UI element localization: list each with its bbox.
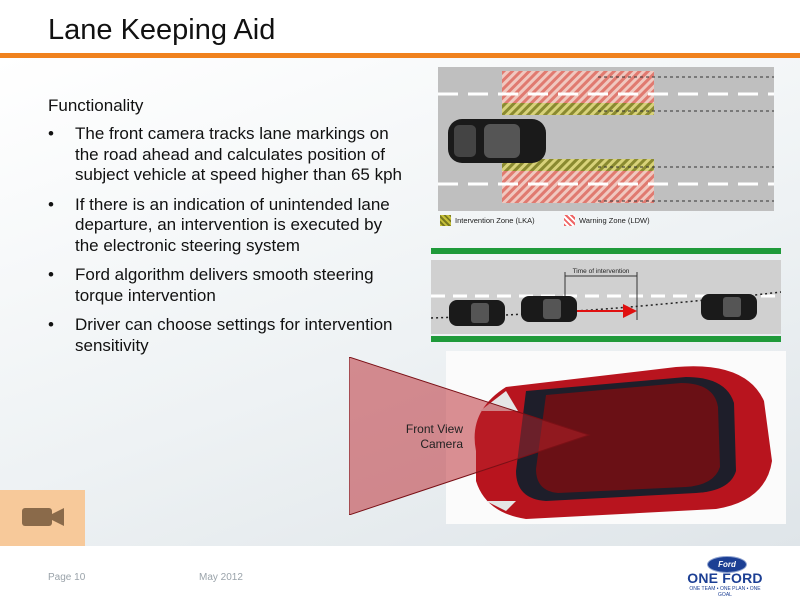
title-bar: Lane Keeping Aid bbox=[0, 0, 800, 54]
ldw-swatch-icon bbox=[564, 215, 575, 226]
video-button[interactable] bbox=[0, 490, 85, 546]
intervention-zone-top bbox=[502, 103, 654, 115]
car-top-view bbox=[448, 119, 546, 163]
bullet-list: The front camera tracks lane markings on… bbox=[48, 124, 408, 365]
legend-lka-label: Intervention Zone (LKA) bbox=[455, 216, 535, 225]
one-ford-logo-text: ONE FORD bbox=[687, 570, 763, 586]
bullet-item: The front camera tracks lane markings on… bbox=[48, 124, 408, 186]
time-of-intervention-label: Time of intervention bbox=[572, 268, 630, 275]
camera-label-line2: Camera bbox=[420, 437, 463, 451]
zone-legend: Intervention Zone (LKA) Warning Zone (LD… bbox=[438, 212, 774, 230]
intervention-zone-bottom bbox=[502, 159, 654, 171]
intervention-arrow-icon bbox=[577, 304, 637, 318]
bullet-item: Driver can choose settings for intervent… bbox=[48, 315, 408, 356]
page-number: Page 10 bbox=[48, 572, 86, 583]
camera-label: Front View Camera bbox=[368, 422, 463, 452]
car-right bbox=[701, 294, 757, 320]
lka-swatch-icon bbox=[440, 215, 451, 226]
legend-ldw-label: Warning Zone (LDW) bbox=[579, 216, 650, 225]
title-divider bbox=[0, 53, 800, 58]
video-camera-icon bbox=[22, 508, 64, 526]
bullet-item: Ford algorithm delivers smooth steering … bbox=[48, 265, 408, 306]
legend-ldw: Warning Zone (LDW) bbox=[564, 215, 650, 226]
section-heading: Functionality bbox=[48, 96, 144, 115]
bullet-item: If there is an indication of unintended … bbox=[48, 195, 408, 257]
car-middle bbox=[521, 296, 577, 322]
camera-label-line1: Front View bbox=[405, 422, 463, 436]
ford-logo: Ford bbox=[707, 556, 747, 573]
camera-field-of-view bbox=[349, 357, 591, 515]
slide-title: Lane Keeping Aid bbox=[48, 14, 276, 46]
lane-zone-diagram bbox=[438, 67, 774, 211]
legend-lka: Intervention Zone (LKA) bbox=[440, 215, 535, 226]
footer-date: May 2012 bbox=[199, 572, 243, 583]
footer bbox=[0, 546, 800, 600]
logo-tagline: ONE TEAM • ONE PLAN • ONE GOAL bbox=[689, 586, 761, 598]
car-left bbox=[449, 300, 505, 326]
intervention-road-diagram bbox=[431, 248, 781, 342]
